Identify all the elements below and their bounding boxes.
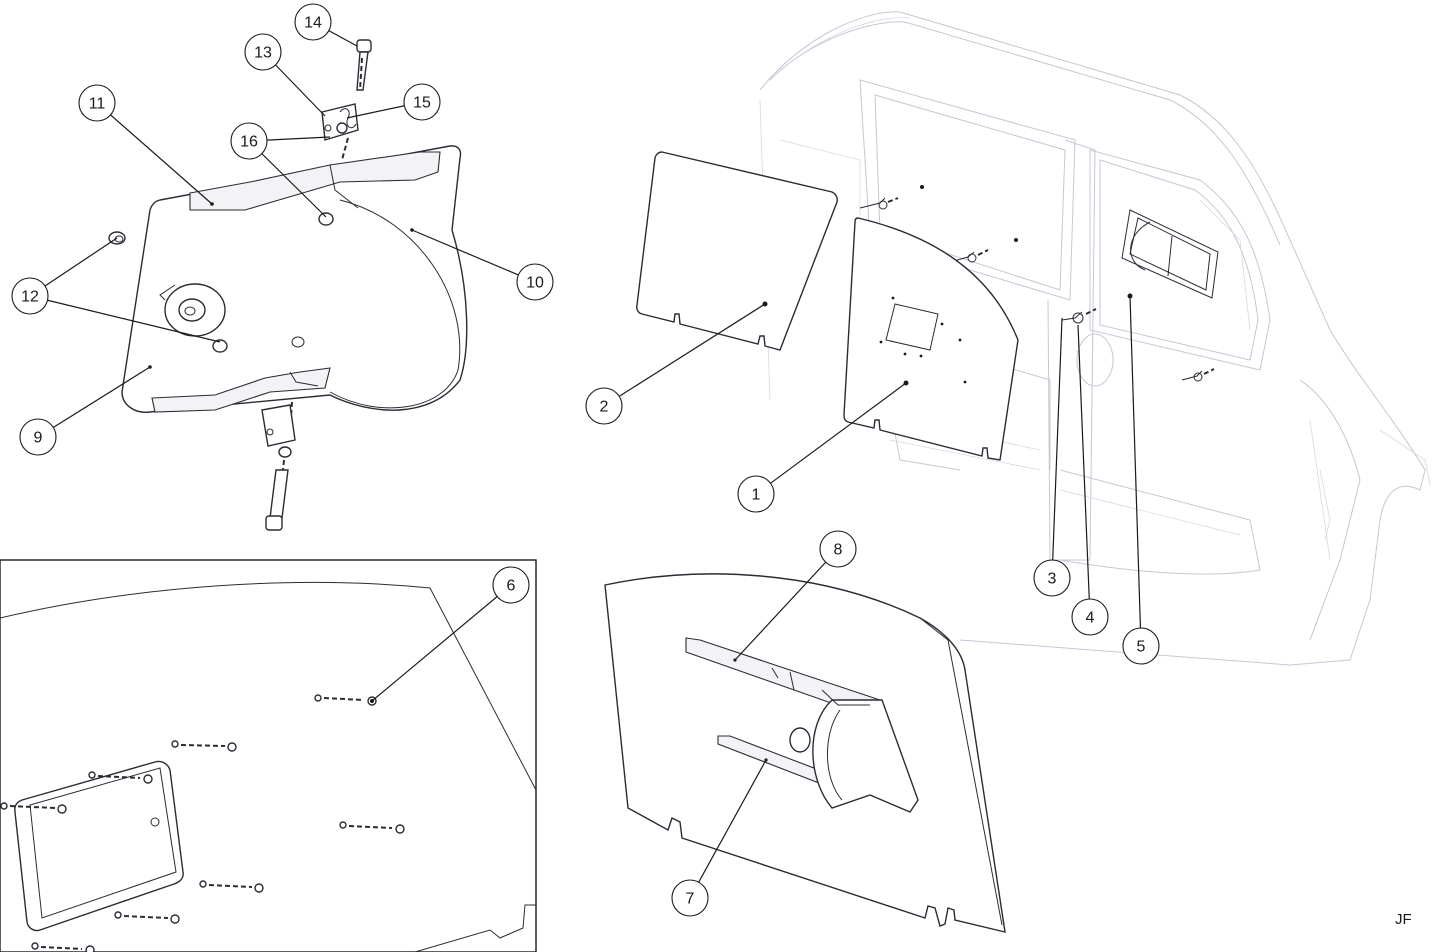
callout-circle — [1033, 559, 1071, 597]
panel-with-rails — [604, 573, 1006, 933]
fastener-pairs — [0, 694, 405, 952]
callout-12: 12 — [11, 277, 49, 315]
callout-label: 10 — [526, 275, 544, 292]
callout-circle — [671, 879, 709, 917]
callout-circle — [492, 566, 530, 604]
callout-7: 7 — [671, 879, 709, 917]
callout-circle — [1071, 598, 1109, 636]
callout-2: 2 — [585, 387, 623, 425]
callout-label: 12 — [21, 289, 39, 306]
callout-13: 13 — [244, 33, 282, 71]
seat-panel-assembly — [108, 39, 468, 531]
callout-4: 4 — [1071, 598, 1109, 636]
screw-14 — [356, 39, 372, 91]
callout-circle — [244, 33, 282, 71]
hinge-lower — [261, 401, 296, 531]
callout-circle — [1122, 627, 1160, 665]
callout-14: 14 — [294, 3, 332, 41]
callout-circle — [294, 3, 332, 41]
knob-icon — [159, 283, 226, 337]
callout-circle — [78, 84, 116, 122]
callout-label: 8 — [834, 542, 843, 559]
callout-5: 5 — [1122, 627, 1160, 665]
callout-circle — [819, 530, 857, 568]
callout-label: 15 — [413, 95, 431, 112]
panel-1 — [843, 217, 1019, 461]
callout-circle — [585, 387, 623, 425]
callout-circle — [19, 418, 57, 456]
callout-16: 16 — [230, 122, 268, 160]
callout-circle — [403, 83, 441, 121]
callout-circle — [737, 475, 775, 513]
callout-label: 9 — [34, 430, 43, 447]
callout-label: 14 — [304, 15, 322, 32]
detail-view-6 — [0, 559, 537, 952]
callout-label: 13 — [254, 45, 272, 62]
callout-10: 10 — [516, 263, 554, 301]
callout-circle — [11, 277, 49, 315]
callout-11: 11 — [78, 84, 116, 122]
window-rail-bracket — [1121, 209, 1219, 299]
callout-label: 16 — [240, 134, 258, 151]
drafter-initials: JF — [1395, 911, 1412, 928]
callout-label: 3 — [1048, 571, 1057, 588]
callout-circle — [516, 263, 554, 301]
callout-label: 2 — [600, 399, 609, 416]
callout-label: 5 — [1137, 639, 1146, 656]
hinge-top — [321, 103, 359, 161]
callout-3: 3 — [1033, 559, 1071, 597]
callout-9: 9 — [19, 418, 57, 456]
callout-label: 1 — [752, 487, 761, 504]
callout-circle — [230, 122, 268, 160]
callout-8: 8 — [819, 530, 857, 568]
callout-15: 15 — [403, 83, 441, 121]
callout-label: 11 — [89, 96, 106, 113]
callout-label: 4 — [1086, 610, 1095, 627]
panel-2 — [636, 151, 838, 351]
callout-label: 6 — [507, 578, 516, 595]
callout-label: 7 — [686, 891, 695, 908]
callout-6: 6 — [492, 566, 530, 604]
callout-1: 1 — [737, 475, 775, 513]
